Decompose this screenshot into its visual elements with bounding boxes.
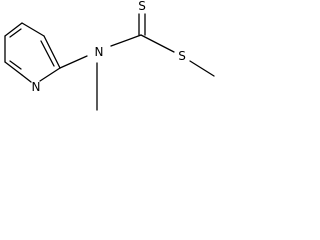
ring-bond-c6-n1 <box>21 74 32 83</box>
bond-s-methyl <box>189 60 215 77</box>
ring-bond-c2-c3 <box>21 22 45 37</box>
ring-bond-c3-c4 <box>4 22 23 37</box>
thioester-sulfur-label: S <box>178 49 186 63</box>
bond-ring-to-amine-n <box>59 55 88 69</box>
ring-bond-c1-c2-inner <box>40 40 55 67</box>
thione-sulfur-label: S <box>138 0 146 13</box>
pyridine-ring: N <box>4 22 61 94</box>
bond-n-to-thiocarbonyl-c <box>110 34 142 47</box>
chemical-structure-diagram: N N S S <box>4 0 215 111</box>
ring-bond-n1-c2 <box>39 67 61 82</box>
amine-nitrogen-label: N <box>95 45 104 59</box>
ring-bond-c1-c2 <box>43 35 61 69</box>
ring-nitrogen-label: N <box>32 80 41 94</box>
ring-bond-c5-c6 <box>4 61 23 76</box>
bond-c-to-s <box>140 34 175 53</box>
ring-bond-c5-c6-inner <box>9 60 22 70</box>
ring-bond-c3-c4-inner <box>9 28 22 38</box>
